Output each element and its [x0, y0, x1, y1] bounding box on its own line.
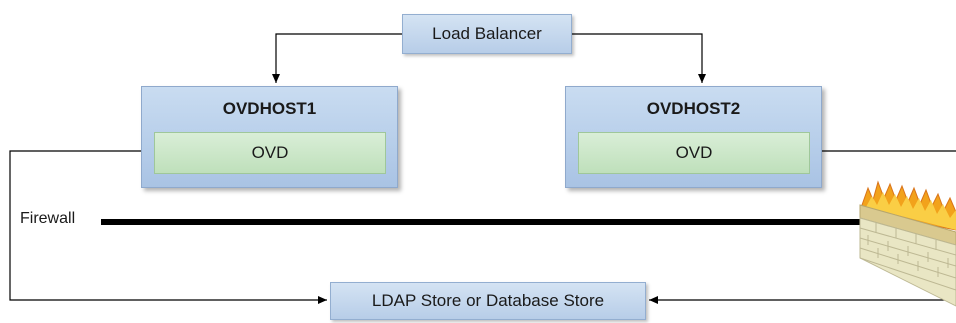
host-title: OVDHOST1	[222, 99, 317, 118]
lb-to-host1-connector	[272, 33, 402, 83]
firewall-label: Firewall	[20, 210, 76, 227]
load-balancer-box: Load Balancer	[402, 14, 572, 54]
host-box-ovdhost1: OVDHOST1 OVD	[141, 86, 398, 188]
ovd-label: OVD	[675, 143, 713, 162]
firewall-brick-wall-icon	[859, 180, 956, 307]
host2-to-store-connector	[649, 150, 956, 300]
host-title: OVDHOST2	[646, 99, 741, 118]
ovd-component: OVD	[578, 132, 810, 174]
ovd-component: OVD	[154, 132, 386, 174]
lb-to-host2-connector	[572, 33, 706, 83]
load-balancer-label: Load Balancer	[432, 24, 542, 43]
host1-to-store-connector	[9, 150, 327, 304]
store-label: LDAP Store or Database Store	[371, 291, 605, 310]
host-box-ovdhost2: OVDHOST2 OVD	[565, 86, 822, 188]
store-box: LDAP Store or Database Store	[330, 282, 646, 320]
ovd-label: OVD	[251, 143, 289, 162]
